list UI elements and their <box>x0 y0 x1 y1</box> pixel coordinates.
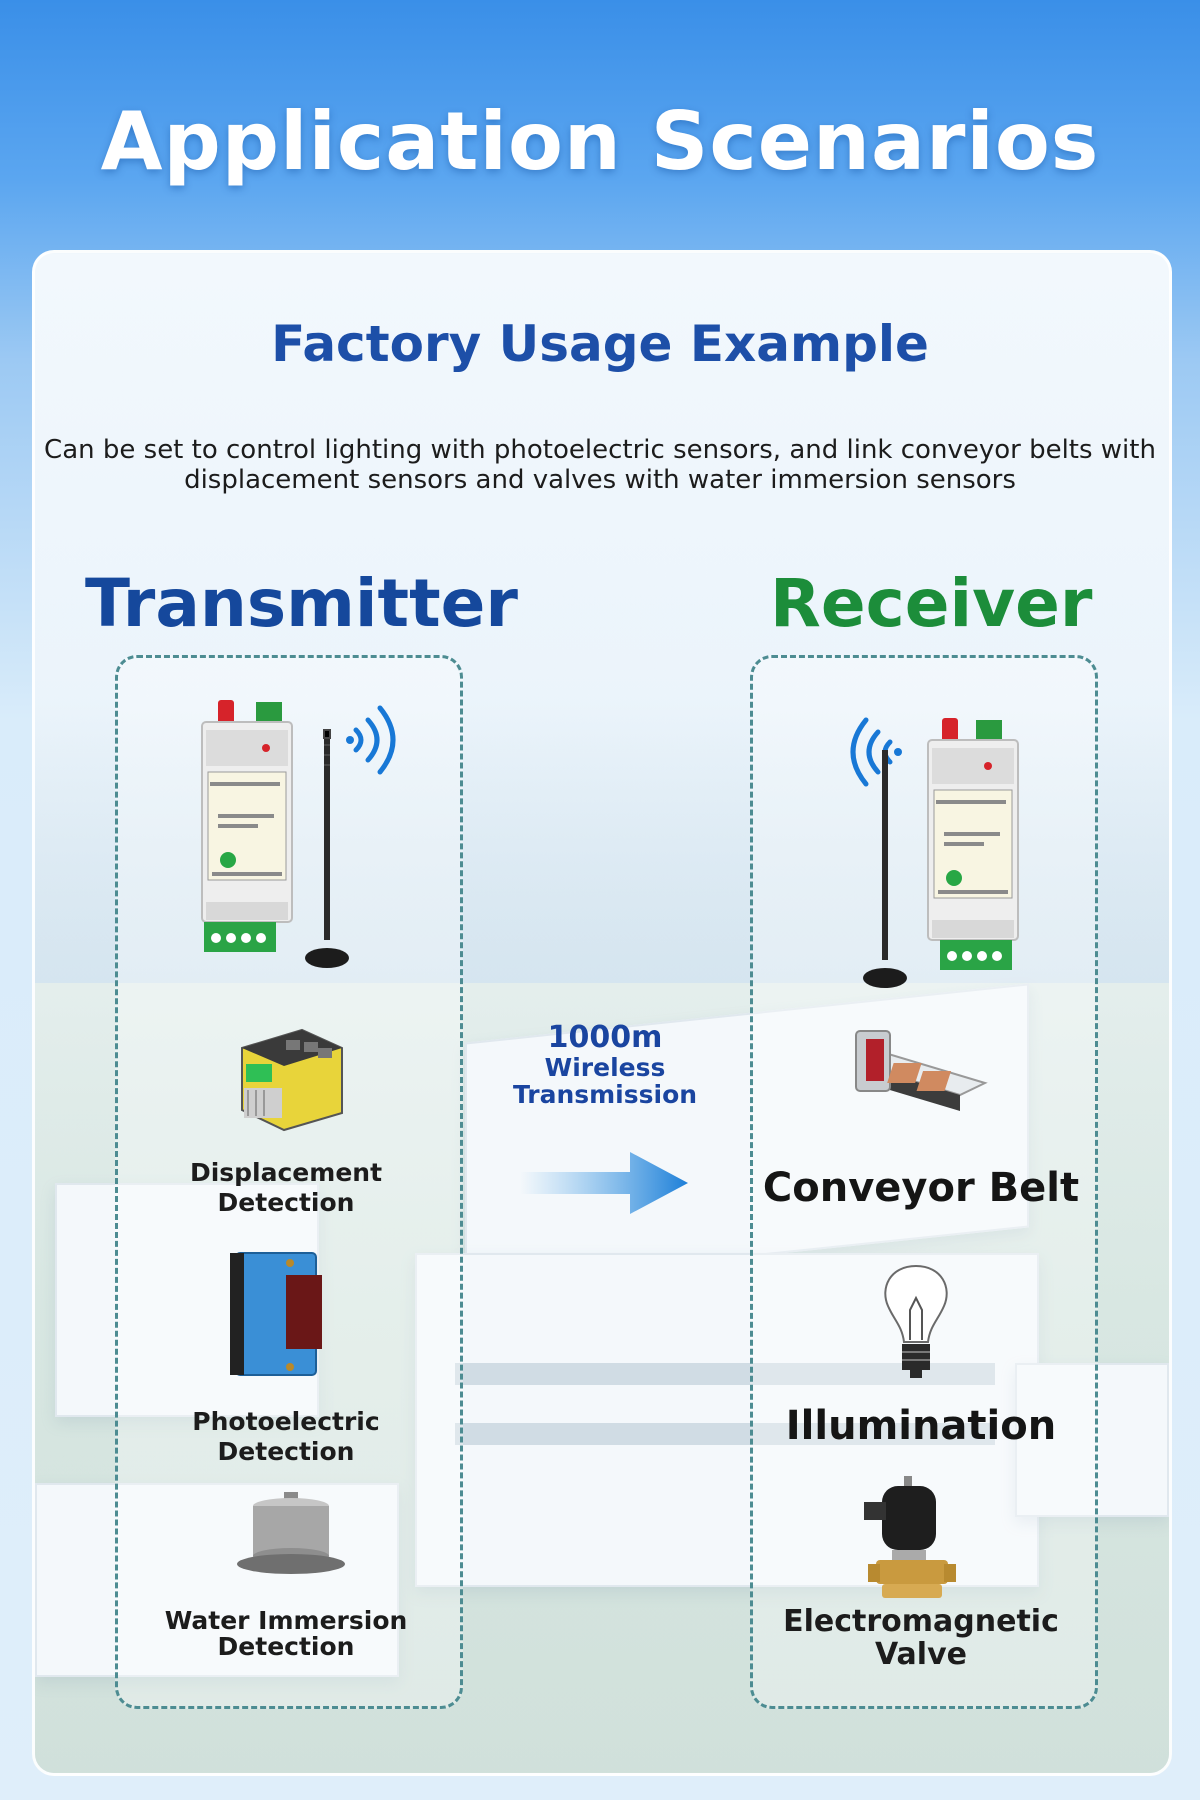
wireless-distance-label: 1000m Wireless Transmission <box>500 1020 710 1109</box>
background-window-strip <box>455 1363 995 1385</box>
label-line: Photoelectric Detection <box>192 1407 380 1466</box>
section-subtitle: Factory Usage Example <box>271 315 929 373</box>
transmitter-item-label: Photoelectric Detection <box>130 1407 442 1467</box>
label-line: Electromagnetic <box>783 1604 1059 1639</box>
label-line: Illumination <box>785 1403 1057 1449</box>
section-description: Can be set to control lighting with phot… <box>44 435 1156 495</box>
solenoid-valve-icon <box>862 1472 972 1602</box>
displacement-sensor-icon <box>232 1018 352 1138</box>
receiver-device-icon <box>810 700 1030 1000</box>
transmitter-item-label: Water Immersion Detection <box>160 1608 412 1660</box>
page-title: Application Scenarios <box>100 95 1100 188</box>
receiver-item-label: Electromagnetic Valve <box>760 1605 1082 1671</box>
label-line: Valve <box>874 1637 967 1672</box>
background-building <box>1015 1363 1169 1517</box>
receiver-item-label: Conveyor Belt <box>760 1165 1082 1211</box>
conveyor-belt-icon <box>850 1025 990 1135</box>
label-line: Displacement <box>189 1158 383 1187</box>
receiver-item-label: Illumination <box>760 1403 1082 1449</box>
photoelectric-sensor-icon <box>230 1245 340 1385</box>
transmitter-item-label: Displacement Detection <box>160 1158 412 1218</box>
distance-value: 1000m <box>547 1020 663 1055</box>
label-line: Conveyor Belt <box>762 1165 1080 1211</box>
distance-line: Transmission <box>512 1080 698 1109</box>
label-line: Detection <box>217 1188 355 1217</box>
background-building <box>35 1483 399 1677</box>
receiver-heading: Receiver <box>770 565 1093 642</box>
transmission-arrow-icon <box>520 1148 700 1218</box>
label-line: Water Immersion <box>164 1606 408 1635</box>
distance-line: Wireless <box>544 1053 666 1082</box>
water-immersion-sensor-icon <box>236 1490 351 1580</box>
background-window-strip <box>455 1423 995 1445</box>
light-bulb-icon <box>876 1262 956 1387</box>
transmitter-device-icon <box>196 690 416 980</box>
transmitter-heading: Transmitter <box>85 565 518 642</box>
label-line: Detection <box>217 1632 355 1661</box>
